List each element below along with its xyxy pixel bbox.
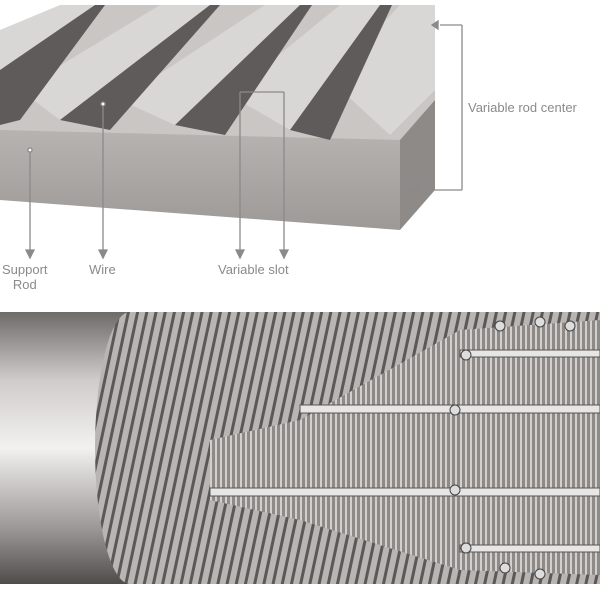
annotation-arrows <box>24 19 463 260</box>
label-variable-rod-center: Variable rod center <box>468 100 577 115</box>
label-support-rod-line2: Rod <box>12 277 37 292</box>
screen-cylinder <box>0 312 600 584</box>
label-variable-slot: Variable slot <box>218 262 289 277</box>
label-support-rod: Support Rod <box>2 262 48 292</box>
wire-block <box>0 5 435 230</box>
label-support-rod-line1: Support <box>2 262 48 277</box>
label-wire: Wire <box>89 262 116 277</box>
